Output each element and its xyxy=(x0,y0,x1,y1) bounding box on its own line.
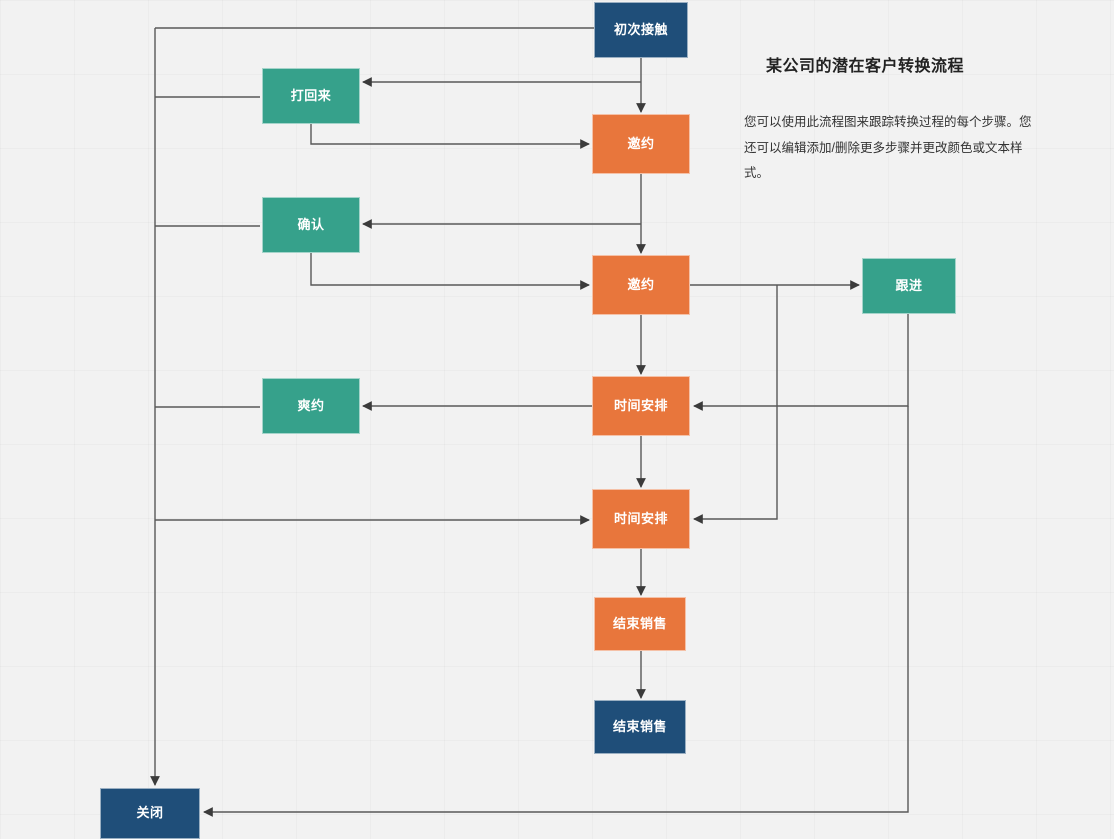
node-label: 邀约 xyxy=(627,276,655,292)
node-schedule-2[interactable]: 时间安排 xyxy=(592,489,690,549)
node-label: 结束销售 xyxy=(612,718,667,734)
node-label: 爽约 xyxy=(297,397,325,413)
node-followup[interactable]: 跟进 xyxy=(862,258,956,314)
edge-confirm-to-invite2 xyxy=(310,253,590,290)
node-closed[interactable]: 关闭 xyxy=(100,788,200,839)
node-start[interactable]: 初次接触 xyxy=(594,2,688,58)
node-label: 结束销售 xyxy=(612,615,667,631)
edge-callback-to-invite1 xyxy=(310,124,590,149)
node-label: 打回来 xyxy=(290,87,332,103)
edge-followup-rail-to-closed xyxy=(203,406,909,817)
node-label: 初次接触 xyxy=(613,21,668,37)
node-noshow[interactable]: 爽约 xyxy=(262,378,360,434)
node-close-sale-2[interactable]: 结束销售 xyxy=(594,700,686,754)
node-label: 邀约 xyxy=(627,135,655,151)
edge-followup-rail-to-schedule1 xyxy=(693,314,909,411)
node-invite-1[interactable]: 邀约 xyxy=(592,114,690,174)
node-label: 时间安排 xyxy=(613,510,668,526)
node-confirm[interactable]: 确认 xyxy=(262,197,360,253)
diagram-description: 您可以使用此流程图来跟踪转换过程的每个步骤。您还可以编辑添加/删除更多步骤并更改… xyxy=(744,115,1032,181)
edge-invite2-rail-to-schedule2 xyxy=(693,285,778,524)
node-label: 跟进 xyxy=(895,277,923,293)
node-label: 确认 xyxy=(297,216,325,232)
node-label: 关闭 xyxy=(136,805,164,821)
node-close-sale-1[interactable]: 结束销售 xyxy=(594,597,686,651)
node-callback[interactable]: 打回来 xyxy=(262,68,360,124)
diagram-title: 某公司的潜在客户转换流程 xyxy=(766,58,965,75)
node-label: 时间安排 xyxy=(613,397,668,413)
node-invite-2[interactable]: 邀约 xyxy=(592,255,690,315)
node-schedule-1[interactable]: 时间安排 xyxy=(592,376,690,436)
